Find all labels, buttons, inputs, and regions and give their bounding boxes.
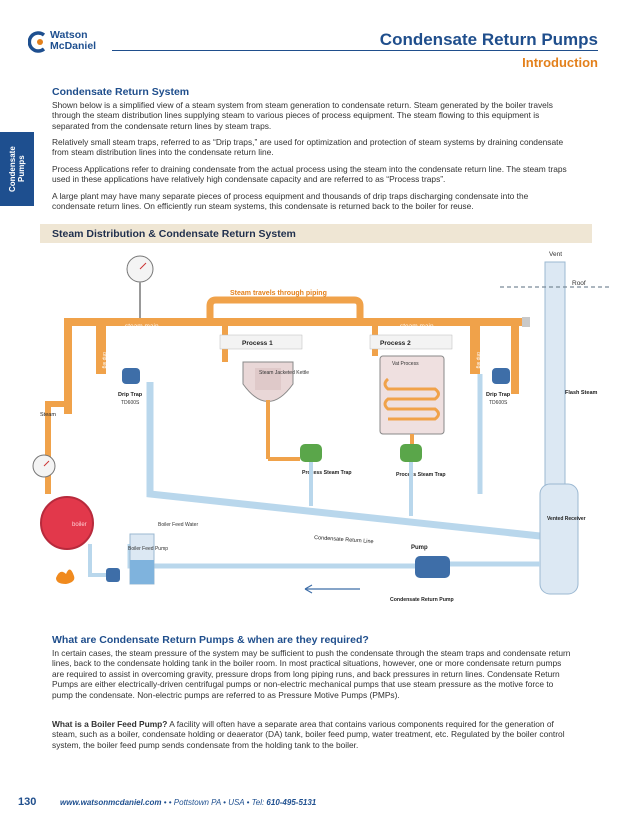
kettle-label: Steam Jacketed Kettle [259,370,309,376]
steam-main-pipe [64,318,519,414]
condensate-return-pump-label: Condensate Return Pump [390,597,454,603]
vat-coil [383,377,440,421]
process1-label: Process 1 [242,340,273,347]
condensate-return-line [146,382,541,540]
drip-trap-left-model: TD600S [121,400,140,406]
footer-tel-label: Tel: [251,798,267,807]
vat-process [379,355,445,435]
brand-name: Watson McDaniel [50,30,96,52]
footer-phone[interactable]: 610-495-5131 [266,798,317,807]
drip-trap-left-label: Drip Trap [118,392,143,398]
side-section-tab[interactable]: Condensate Pumps [0,132,34,206]
boiler-label: boiler [72,522,87,528]
brand-line-2: McDaniel [50,40,97,52]
boiler-feed-water-label: Boiler Feed Water [158,522,198,528]
drip-leg-left [96,326,106,374]
logo-mark-icon [28,31,46,53]
page-title: Condensate Return Pumps [379,30,598,49]
process-trap-2-label: Process Steam Trap [396,472,446,478]
intro-paragraph-3: Process Applications refer to draining c… [52,164,567,185]
page-subtitle: Introduction [522,55,598,70]
section2-paragraph: In certain cases, the steam pressure of … [52,648,571,700]
footer-separator-1: • • [161,798,174,807]
svg-text:Steam Jacketed Kettle: Steam Jacketed Kettle [259,370,309,376]
steam-loop [206,296,364,322]
boiler-feed-pump-paragraph: What is a Boiler Feed Pump? A facility w… [52,719,572,750]
drip-leg-right-label: drip leg [475,352,481,369]
boiler [40,496,94,550]
footer-location: Pottstown PA [173,798,221,807]
boiler-feed-pump-label: Boiler Feed Pump [128,546,168,552]
drip-leg-right [470,326,480,374]
footer-contact: www.watsonmcdaniel.com • • Pottstown PA … [60,798,316,807]
diagram-title-bar [40,224,592,243]
steam-system-diagram: Vent Roof drip leg drip leg steam main s… [32,251,610,603]
roof-label: Roof [572,280,586,287]
process2-label: Process 2 [380,340,411,347]
pipe-cap [522,317,530,327]
process-steam-trap-2 [400,444,422,462]
steam-main-left-label: steam main [125,323,159,330]
drip-leg-left-label: drip leg [101,352,107,369]
boiler-feed-pump-question: What is a Boiler Feed Pump? [52,719,168,729]
page-number: 130 [18,796,37,808]
steam-label: Steam [40,412,56,418]
flash-steam-stack [544,261,566,503]
drip-trap-right-model: TD600S [489,400,508,406]
vented-receiver [539,483,579,595]
vat-label: Vat Process [392,361,419,367]
vent-label: Vent [549,251,562,258]
side-tab-line-2: Pumps [17,155,26,183]
steam-main-right-label: steam main [400,323,434,330]
flame-icon [56,569,75,584]
intro-heading: Condensate Return System [52,86,190,98]
website-link[interactable]: www.watsonmcdaniel.com [60,798,162,807]
header-divider [112,50,598,51]
boiler-feed-pump [106,568,120,582]
process-steam-trap-1 [300,444,322,462]
brand-line-1: Watson [50,29,88,41]
boiler-feed-pump-answer: A facility will often have a separate ar… [52,719,565,750]
pump-label: Pump [411,545,428,551]
vented-receiver-label: Vented Receiver [547,516,586,522]
diagram-title: Steam Distribution & Condensate Return S… [52,228,296,240]
drip-trap-right-label: Drip Trap [486,392,511,398]
flash-steam-label: Flash Steam [565,390,598,396]
section2-heading: What are Condensate Return Pumps & when … [52,634,369,646]
drip-trap-left [122,368,140,384]
condensate-return-line-label: Condensate Return Line [314,535,374,545]
steam-travels-label: Steam travels through piping [230,290,327,297]
drip-trap-right [492,368,510,384]
side-tab-line-1: Condensate [8,146,17,192]
intro-paragraph-4: A large plant may have many separate pie… [52,191,529,212]
footer-separator-3: • [244,798,252,807]
process-trap-1-label: Process Steam Trap [302,470,352,476]
intro-paragraph-1: Shown below is a simplified view of a st… [52,100,553,131]
footer-country: USA [228,798,245,807]
condensate-return-pump [415,556,450,578]
brand-logo: Watson McDaniel [28,30,148,56]
footer-separator-2: • [220,798,229,807]
intro-paragraph-2: Relatively small steam traps, referred t… [52,137,564,158]
